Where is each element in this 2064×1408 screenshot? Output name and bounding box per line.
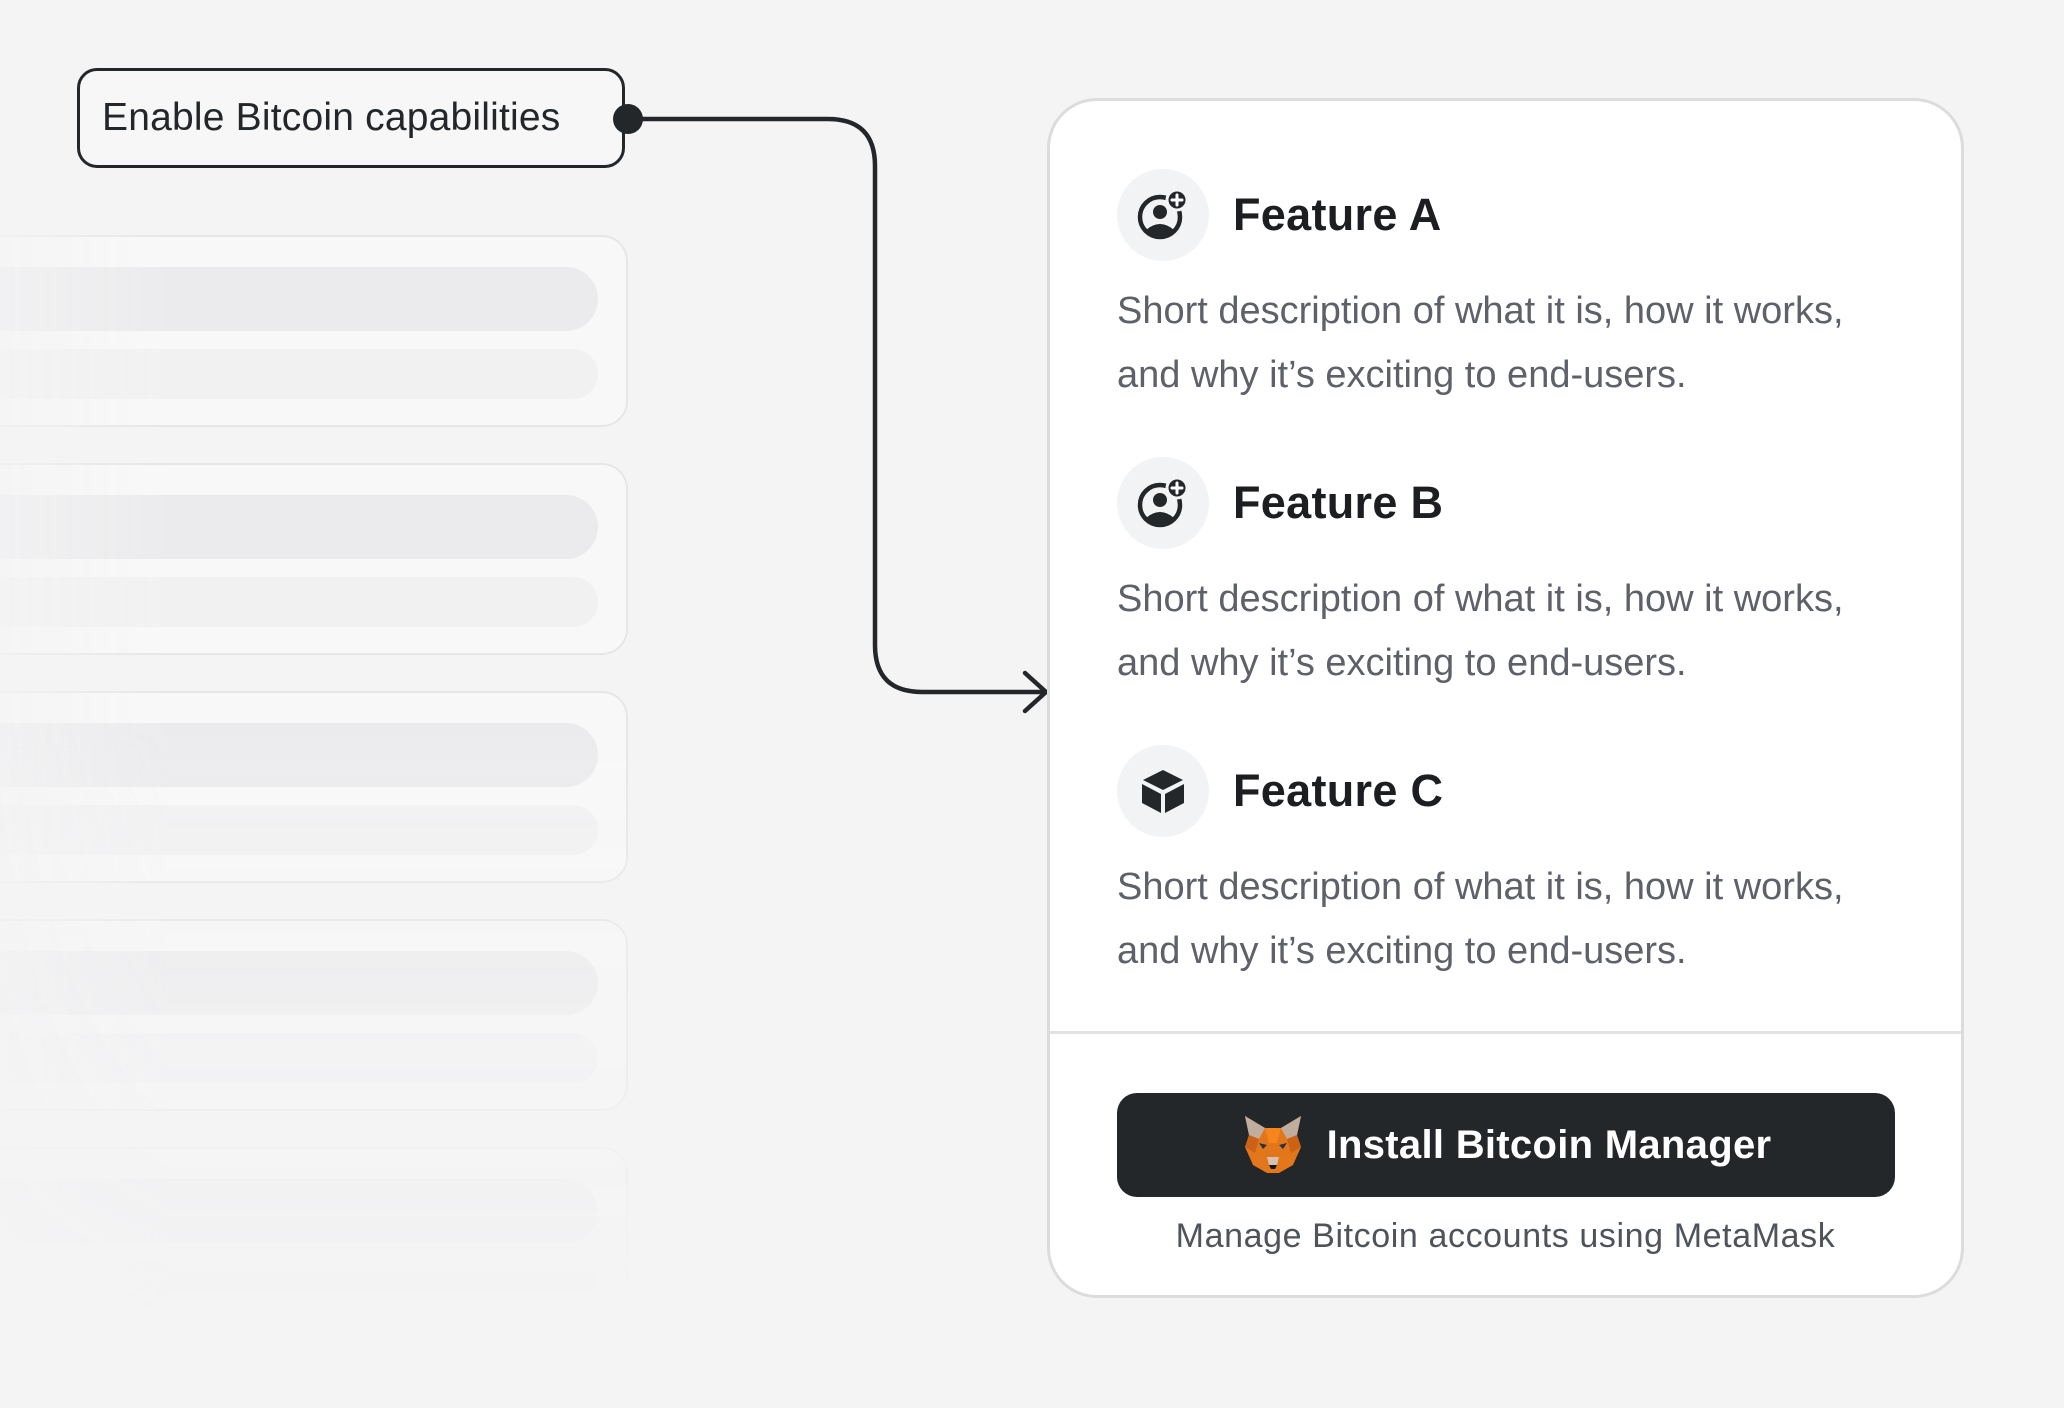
metamask-fox-icon — [1244, 1116, 1301, 1173]
skeleton-list — [0, 235, 630, 1339]
skeleton-bar — [0, 951, 598, 1015]
feature-description: Short description of what it is, how it … — [1117, 290, 1844, 396]
skeleton-bar — [0, 495, 598, 559]
install-bitcoin-manager-button[interactable]: Install Bitcoin Manager — [1117, 1093, 1895, 1197]
feature-title: Feature A — [1233, 189, 1442, 240]
feature-item: Feature A Short description of what it i… — [1117, 169, 1917, 457]
skeleton-bar — [0, 267, 598, 331]
feature-item: Feature B Short description of what it i… — [1117, 457, 1917, 745]
feature-list: Feature A Short description of what it i… — [1117, 169, 1917, 1033]
user-add-icon — [1117, 169, 1209, 261]
skeleton-card — [0, 235, 628, 427]
feature-card: Feature A Short description of what it i… — [1047, 98, 1964, 1298]
skeleton-bar — [0, 723, 598, 787]
feature-header: Feature A — [1117, 169, 1917, 261]
skeleton-bar — [0, 349, 598, 399]
feature-item: Feature C Short description of what it i… — [1117, 745, 1917, 1033]
skeleton-bar — [0, 577, 598, 627]
user-add-icon — [1117, 457, 1209, 549]
card-divider — [1050, 1031, 1961, 1034]
skeleton-card — [0, 1147, 628, 1339]
feature-description: Short description of what it is, how it … — [1117, 578, 1844, 684]
skeleton-bar — [0, 1261, 598, 1311]
feature-description: Short description of what it is, how it … — [1117, 866, 1844, 972]
feature-header: Feature B — [1117, 457, 1917, 549]
skeleton-card — [0, 691, 628, 883]
skeleton-card — [0, 919, 628, 1111]
enable-bitcoin-pill[interactable]: Enable Bitcoin capabilities — [77, 68, 625, 168]
skeleton-bar — [0, 1179, 598, 1243]
enable-bitcoin-label: Enable Bitcoin capabilities — [102, 96, 561, 139]
skeleton-bar — [0, 805, 598, 855]
cube-icon — [1117, 745, 1209, 837]
feature-title: Feature B — [1233, 477, 1444, 528]
skeleton-card — [0, 463, 628, 655]
feature-header: Feature C — [1117, 745, 1917, 837]
install-button-label: Install Bitcoin Manager — [1326, 1122, 1772, 1167]
install-caption: Manage Bitcoin accounts using MetaMask — [1175, 1217, 1836, 1255]
skeleton-bar — [0, 1033, 598, 1083]
feature-title: Feature C — [1233, 765, 1444, 816]
